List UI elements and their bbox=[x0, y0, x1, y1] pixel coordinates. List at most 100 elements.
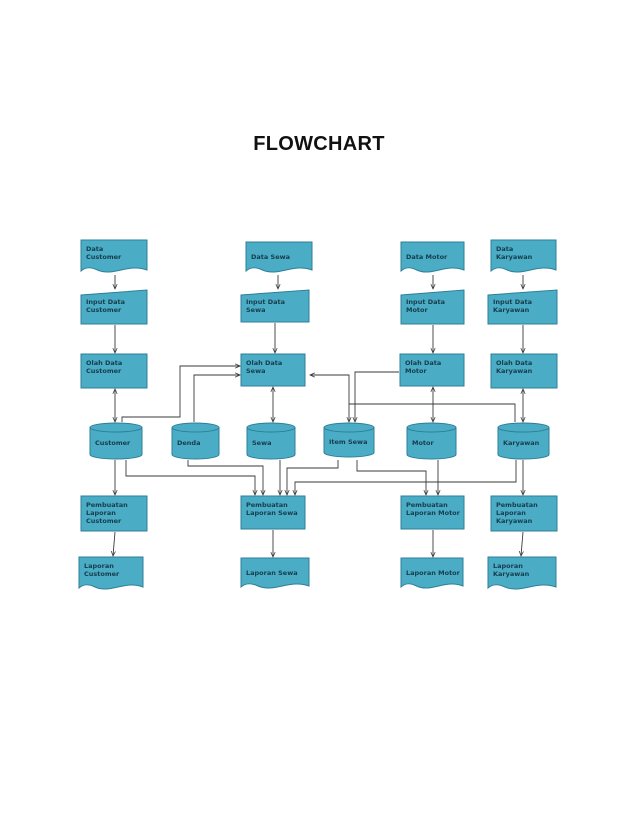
node-shape bbox=[490, 353, 558, 389]
node-db-denda: Denda bbox=[171, 422, 220, 460]
node-shape bbox=[400, 289, 465, 325]
connector-arrow bbox=[287, 460, 339, 495]
node-db-motor: Motor bbox=[406, 422, 457, 460]
node-label: Denda bbox=[177, 439, 200, 447]
node-shape bbox=[400, 557, 464, 589]
connector-arrow bbox=[521, 531, 523, 556]
connector-arrow bbox=[187, 460, 263, 495]
node-shape bbox=[490, 495, 558, 532]
node-label: Laporan bbox=[84, 562, 114, 570]
node-db-karyawan: Karyawan bbox=[497, 422, 550, 460]
node-label: Olah Data bbox=[496, 359, 532, 367]
node-shape bbox=[400, 241, 465, 273]
node-label: Laporan bbox=[493, 562, 523, 570]
connectors bbox=[113, 275, 523, 557]
node-label: Pembuatan bbox=[496, 501, 538, 509]
node-db-sewa: Sewa bbox=[246, 422, 296, 460]
node-label: Olah Data bbox=[86, 359, 122, 367]
node-label: Laporan bbox=[86, 509, 116, 517]
node-label: Customer bbox=[86, 253, 122, 261]
node-label: Customer bbox=[95, 439, 131, 447]
node-label: Input Data bbox=[493, 298, 532, 306]
node-shape bbox=[78, 556, 144, 590]
node-label: Input Data bbox=[406, 298, 445, 306]
node-label: Motor bbox=[412, 439, 435, 447]
connector-arrow bbox=[125, 460, 255, 495]
connector-arrow bbox=[295, 460, 517, 495]
node-shape bbox=[240, 495, 306, 530]
node-label: Customer bbox=[86, 367, 122, 375]
connector-arrow bbox=[349, 403, 516, 422]
node-shape bbox=[399, 353, 465, 387]
node-label: Olah Data bbox=[246, 359, 282, 367]
node-label: Karyawan bbox=[496, 367, 533, 375]
node-label: Karyawan bbox=[503, 439, 540, 447]
connector-arrow bbox=[310, 375, 350, 404]
node-label: Input Data bbox=[86, 298, 125, 306]
node-label: Input Data bbox=[246, 298, 285, 306]
node-shape bbox=[80, 495, 148, 532]
node-out-sewa: Laporan Sewa bbox=[240, 557, 310, 589]
node-label: Customer bbox=[86, 517, 122, 525]
node-label: Data bbox=[496, 245, 513, 253]
connector-arrow bbox=[113, 531, 115, 556]
node-db-customer: Customer bbox=[89, 422, 143, 460]
node-doc-sewa: Data Sewa bbox=[245, 241, 313, 273]
node-label: Customer bbox=[86, 306, 122, 314]
node-label: Laporan Sewa bbox=[246, 569, 298, 577]
node-label: Item Sewa bbox=[329, 438, 367, 446]
node-shape bbox=[80, 289, 148, 325]
node-shape bbox=[240, 289, 310, 323]
node-shape bbox=[245, 241, 313, 273]
node-label: Laporan bbox=[496, 509, 526, 517]
node-label: Motor bbox=[405, 367, 428, 375]
node-label: Karyawan bbox=[496, 253, 533, 261]
node-shape bbox=[490, 239, 557, 273]
node-label: Customer bbox=[84, 570, 120, 578]
node-label: Pembuatan bbox=[246, 501, 288, 509]
node-label: Data Motor bbox=[406, 253, 448, 261]
node-label: Karyawan bbox=[493, 306, 530, 314]
node-label: Data bbox=[86, 245, 103, 253]
node-label: Data Sewa bbox=[251, 253, 290, 261]
node-shape bbox=[400, 495, 465, 530]
node-label: Laporan Motor bbox=[406, 509, 461, 517]
connector-arrow bbox=[193, 375, 240, 422]
node-out-motor: Laporan Motor bbox=[400, 557, 464, 589]
node-doc-motor: Data Motor bbox=[400, 241, 465, 273]
node-label: Pembuatan bbox=[406, 501, 448, 509]
node-label: Pembuatan bbox=[86, 501, 128, 509]
node-label: Sewa bbox=[246, 367, 265, 375]
connector-arrow bbox=[356, 460, 426, 495]
node-shape bbox=[487, 556, 557, 590]
node-shape bbox=[240, 353, 306, 387]
node-label: Karyawan bbox=[496, 517, 533, 525]
node-shape bbox=[240, 557, 310, 589]
node-label: Laporan Sewa bbox=[246, 509, 298, 517]
node-label: Laporan Motor bbox=[406, 569, 461, 577]
connector-arrow bbox=[121, 366, 240, 422]
node-shape bbox=[80, 239, 148, 273]
node-shape bbox=[487, 289, 558, 325]
node-db-itemsewa: Item Sewa bbox=[323, 422, 375, 458]
page-title: FLOWCHART bbox=[253, 133, 385, 155]
node-label: Karyawan bbox=[493, 570, 530, 578]
node-label: Olah Data bbox=[405, 359, 441, 367]
